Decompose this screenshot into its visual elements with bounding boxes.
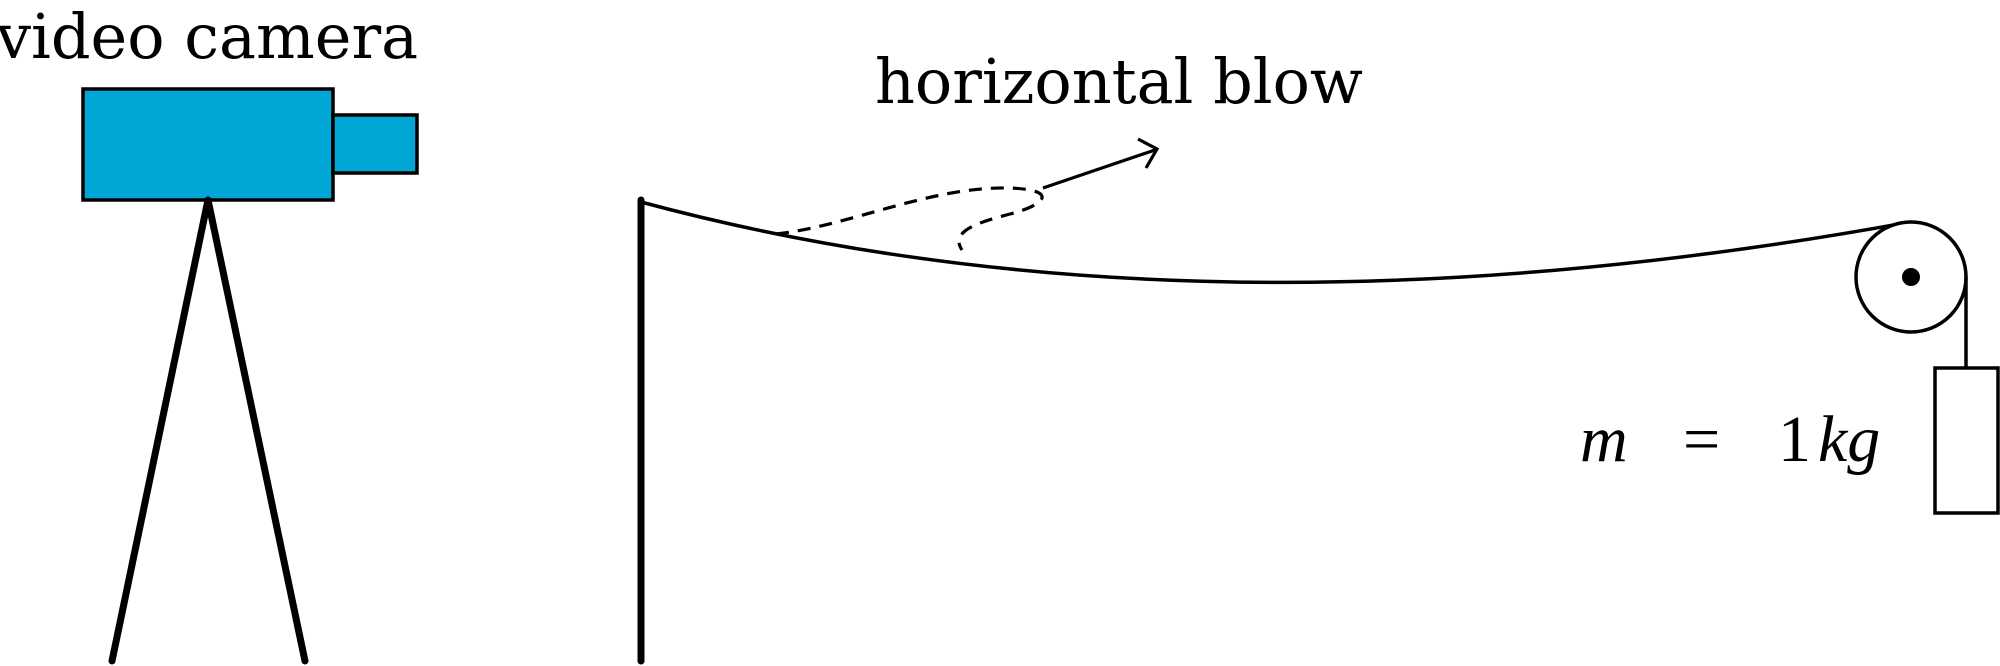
camera-body — [81, 87, 335, 202]
mass-equals: = — [1683, 403, 1720, 476]
video-camera: video camera — [0, 0, 419, 665]
string — [640, 200, 1911, 285]
hanging-mass-block — [1933, 366, 2000, 515]
mass-unit: kg — [1818, 403, 1880, 476]
camera-label: video camera — [0, 0, 418, 73]
tripod-leg-right — [204, 196, 309, 665]
horizontal-blow: horizontal blow — [775, 45, 1363, 251]
pulley — [1854, 220, 1968, 334]
pulley-axle — [1902, 268, 1920, 286]
tripod-leg-left — [108, 196, 212, 665]
blow-arrow-head — [1137, 137, 1160, 169]
blow-arrow-shaft — [1042, 148, 1156, 190]
mass-value: 1 — [1778, 403, 1811, 476]
blow-dashed-path — [775, 186, 1044, 251]
mass-symbol: m — [1580, 403, 1628, 476]
blow-label: horizontal blow — [875, 45, 1363, 118]
camera-lens — [331, 113, 419, 175]
mass-label: m = 1 kg — [1580, 403, 1880, 476]
